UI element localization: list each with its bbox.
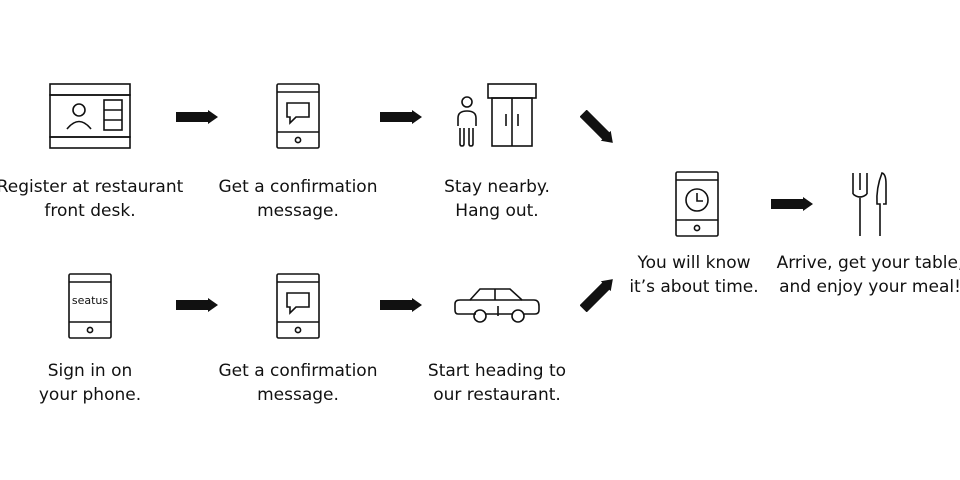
car-icon [452,282,542,328]
sign-in-label: Sign in on your phone. [38,361,142,405]
arrow-up-right-icon [580,276,616,312]
phone-app-icon [68,273,112,339]
notify-label: You will know it’s about time. [629,253,759,297]
arrow-right-icon [771,197,813,211]
arrow-right-icon [176,110,218,124]
app-name-text: seatus [71,294,109,307]
arrive-label: Arrive, get your table, and enjoy your m… [776,253,960,297]
phone-message-icon [276,83,320,149]
arrow-right-icon [176,298,218,312]
register-label: Register at restaurant front desk. [0,177,184,221]
front-desk-icon [48,82,132,150]
stay-label: Stay nearby. Hang out. [444,177,550,221]
confirm-bottom-label: Get a confirmation message. [218,361,378,405]
phone-message-icon [276,273,320,339]
arrow-down-right-icon [580,110,616,146]
person-waiting-icon [455,82,539,150]
heading-label: Start heading to our restaurant. [427,361,567,405]
confirm-top-label: Get a confirmation message. [218,177,378,221]
phone-clock-icon [675,171,719,237]
arrow-right-icon [380,110,422,124]
arrow-right-icon [380,298,422,312]
fork-knife-icon [850,170,892,238]
